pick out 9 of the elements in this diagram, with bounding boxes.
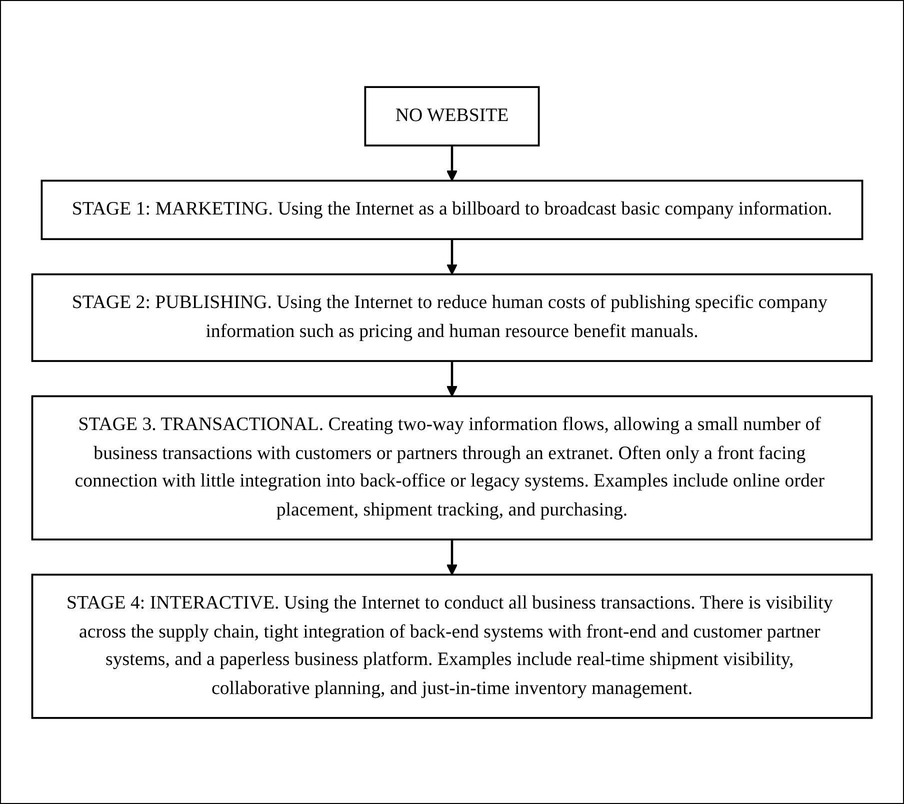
arrow [446,538,458,575]
node-box: STAGE 4: INTERACTIVE. Using the Internet to conduct all business transactions. There is visibility across the supply chain, tight integration of back-end systems with front-end and customer partner systems, and a paperless business platform. Examples include real-time shipment visibility, collaborative planning, and just-in-time inventory management. [31,573,873,718]
node-box: STAGE 3. TRANSACTIONAL. Creating two-way information flows, allowing a small number of business transactions with customers or partners through an extranet. Often only a front facing connection with little integration into back-office or legacy systems. Examples include online order placement, shipment tracking, and purchasing. [31,394,873,540]
arrow [446,238,458,274]
arrow [446,145,458,181]
arrow [446,360,458,396]
node-box: STAGE 2: PUBLISHING. Using the Internet to reduce human costs of publishing specific company information such as pricing and human resource benefit manuals. [31,272,873,362]
node-box: STAGE 1: MARKETING. Using the Internet as a billboard to broadcast basic company information. [40,179,864,240]
node-box: NO WEBSITE [364,86,540,146]
